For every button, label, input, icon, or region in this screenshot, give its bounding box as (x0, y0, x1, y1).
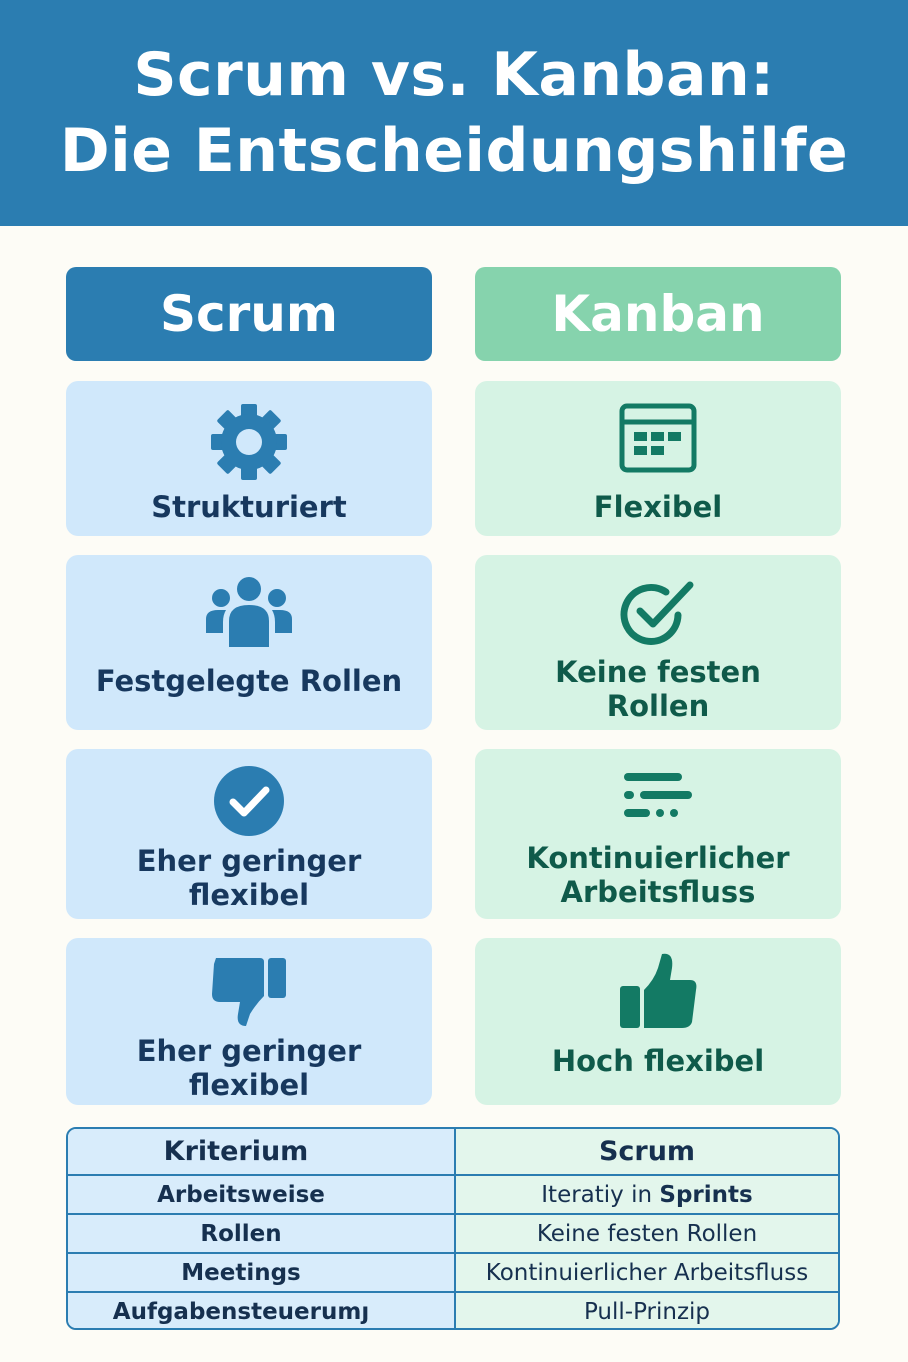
scrum-column-header: Scrum (66, 267, 432, 361)
scrum-card-label: Festgelegte Rollen (95, 664, 403, 698)
thumbs-down-icon (212, 958, 286, 1026)
table-row: Rollen Keine festen Rollen (68, 1213, 838, 1252)
scrum-card-label: Strukturiert (151, 490, 347, 524)
kanban-card-label: Hoch flexibel (551, 1044, 765, 1078)
gear-icon (211, 404, 287, 480)
title-banner: Scrum vs. Kanban: Die Entscheidungshilfe (0, 0, 908, 226)
board-icon (619, 403, 697, 473)
scrum-card-thumbs-down: Eher geringer flexibel (66, 938, 432, 1105)
kanban-card-no-fixed-roles: Keine festen Rollen (475, 555, 841, 730)
kanban-card-flexible: Flexibel (475, 381, 841, 536)
table-cell-value: Iteratiy in Sprints (456, 1176, 838, 1213)
table-row: Meetings Kontinuierlicher Arbeitsfluss (68, 1252, 838, 1291)
title-line-1: Scrum vs. Kanban: (133, 40, 775, 110)
table-header-row: Kriterium Scrum (68, 1129, 838, 1174)
table-cell-value: Keine festen Rollen (456, 1215, 838, 1252)
team-icon (206, 577, 292, 647)
table-cell-criterion: Rollen (68, 1215, 456, 1252)
kanban-card-label: Keine festen Rollen (555, 655, 761, 723)
comparison-table: Kriterium Scrum Arbeitsweise Iteratiy in… (66, 1127, 840, 1330)
thumbs-up-icon (620, 953, 697, 1028)
table-cell-value: Kontinuierlicher Arbeitsfluss (456, 1254, 838, 1291)
table-row: Aufgabensteuerumȷ Pull-Prinzip (68, 1291, 838, 1328)
scrum-card-label: Eher geringer flexibel (136, 844, 362, 912)
kanban-card-label: Kontinuierlicher Arbeitsfluss (526, 841, 790, 909)
check-circle-icon (214, 766, 284, 836)
scrum-card-flexibility: Eher geringer flexibel (66, 749, 432, 919)
table-header-criterion: Kriterium (68, 1129, 456, 1174)
table-cell-value: Pull-Prinzip (456, 1293, 838, 1328)
table-cell-criterion: Aufgabensteuerumȷ (68, 1293, 456, 1328)
title-line-2: Die Entscheidungshilfe (59, 116, 849, 186)
scrum-card-structured: Strukturiert (66, 381, 432, 536)
table-row: Arbeitsweise Iteratiy in Sprints (68, 1174, 838, 1213)
kanban-card-thumbs-up: Hoch flexibel (475, 938, 841, 1105)
scrum-card-label: Eher geringer flexibel (136, 1034, 362, 1102)
kanban-card-label: Flexibel (593, 490, 723, 524)
table-cell-criterion: Meetings (68, 1254, 456, 1291)
kanban-column-header: Kanban (475, 267, 841, 361)
flow-lines-icon (624, 773, 692, 817)
check-circle-outline-icon (620, 581, 694, 645)
table-cell-criterion: Arbeitsweise (68, 1176, 456, 1213)
table-header-scrum: Scrum (456, 1129, 838, 1174)
kanban-card-continuous-flow: Kontinuierlicher Arbeitsfluss (475, 749, 841, 919)
scrum-card-roles: Festgelegte Rollen (66, 555, 432, 730)
